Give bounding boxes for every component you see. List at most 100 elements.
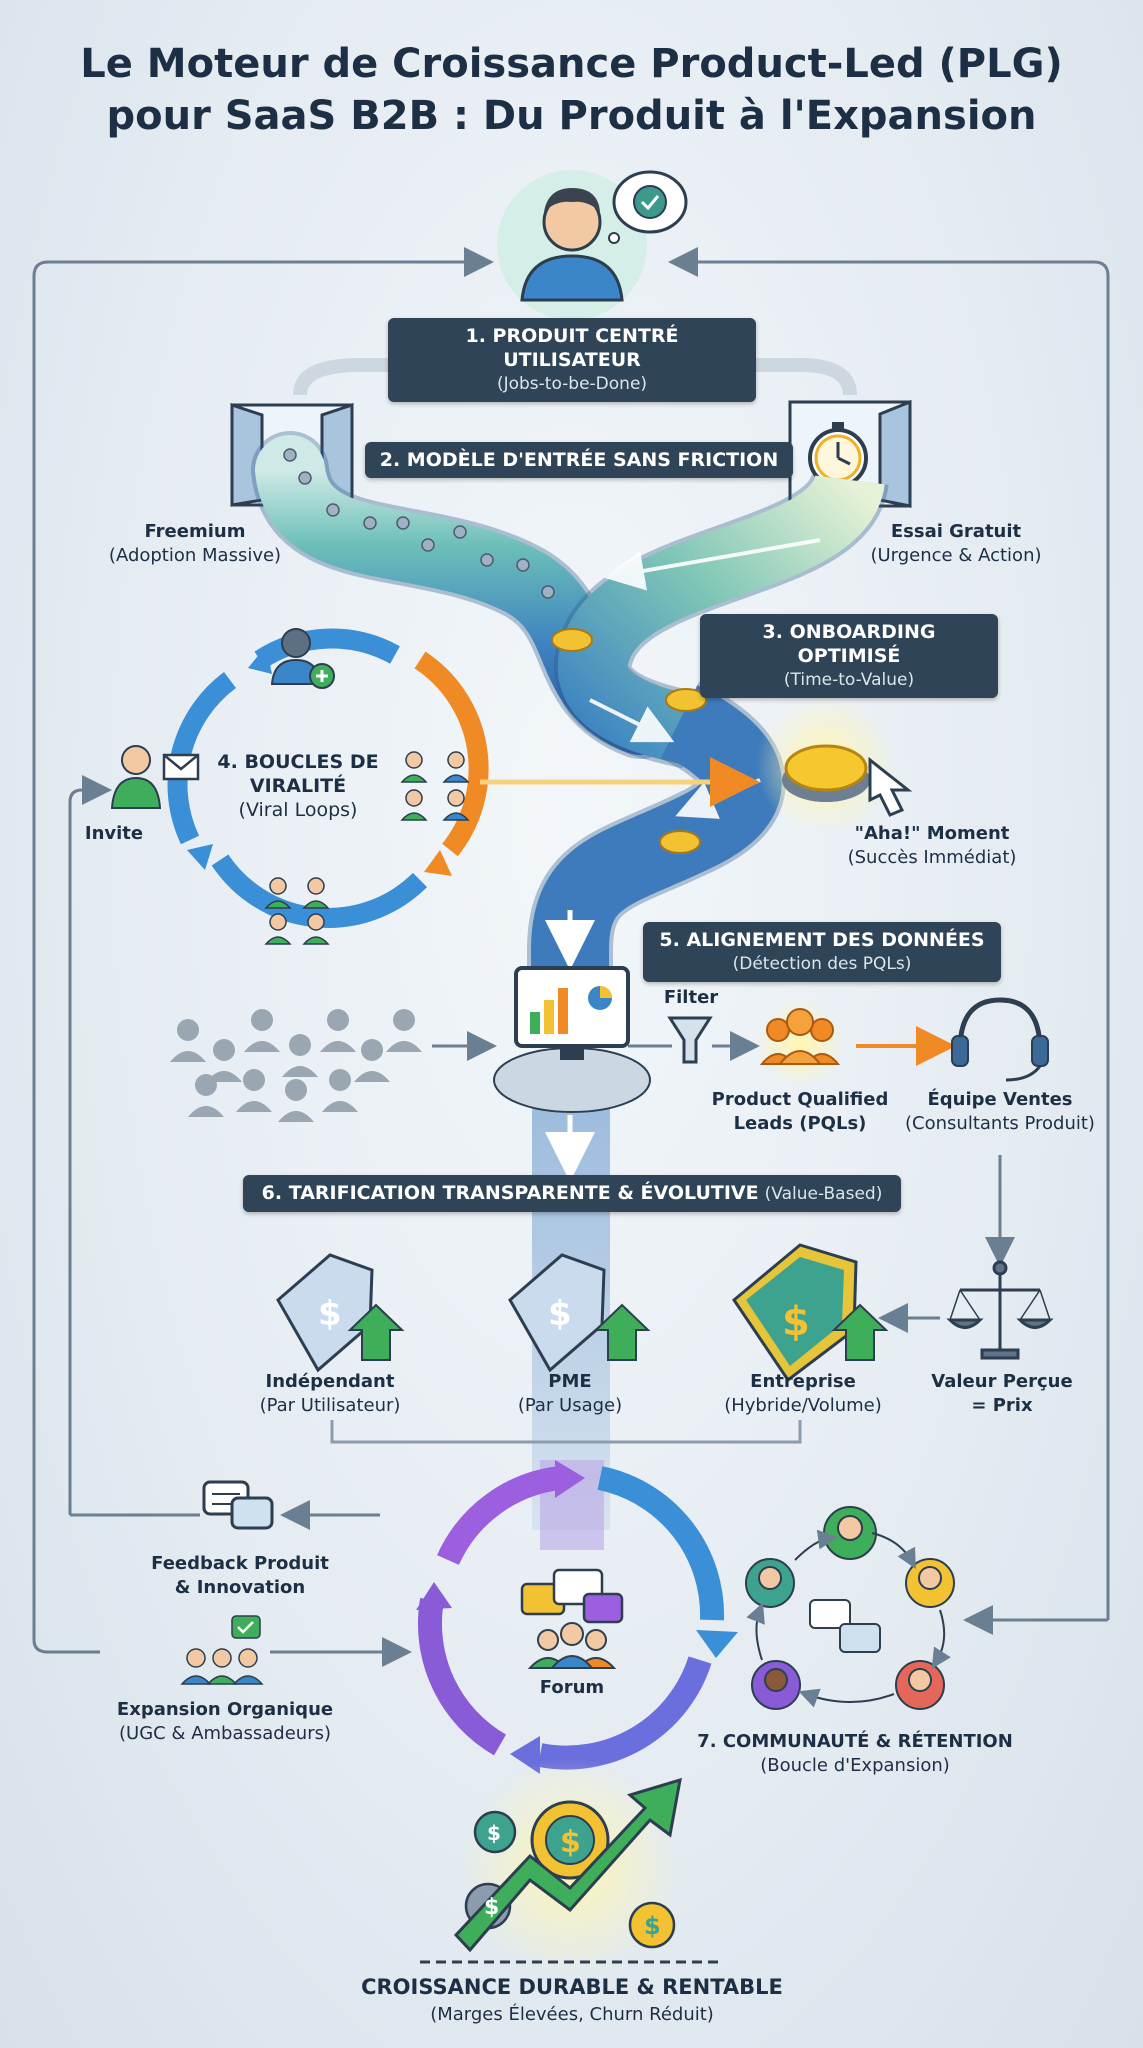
tier-2-subtitle: (Par Usage) — [517, 1395, 623, 1416]
svg-text:$: $ — [318, 1294, 342, 1334]
monitor-chart-icon — [514, 966, 630, 1060]
step-5-title: 5. ALIGNEMENT DES DONNÉES — [659, 929, 985, 951]
freemium-title: Freemium — [144, 521, 246, 542]
outer-left-loop-line — [32, 260, 480, 1654]
tier-1-title: Indépendant — [265, 1371, 395, 1392]
step-6-subtitle: (Value-Based) — [764, 1184, 883, 1204]
price-tag-icon: $ — [276, 1253, 374, 1373]
sales-team-label: Équipe Ventes (Consultants Produit) — [895, 1088, 1105, 1136]
step-5-subtitle: (Détection des PQLs) — [732, 954, 912, 974]
community-network — [745, 1506, 955, 1710]
user-crowd-icon — [170, 1009, 422, 1122]
pql-title-line-2: Leads (PQLs) — [733, 1113, 867, 1134]
tier-1-subtitle: (Par Utilisateur) — [259, 1395, 401, 1416]
trial-title: Essai Gratuit — [890, 521, 1022, 542]
forum-label: Forum — [539, 1677, 605, 1698]
up-arrow-icon — [593, 1303, 651, 1361]
step-3-subtitle: (Time-to-Value) — [783, 670, 915, 690]
add-user-icon — [270, 628, 335, 689]
outcome-title: CROISSANCE DURABLE & RENTABLE — [361, 1975, 783, 1999]
sales-title: Équipe Ventes — [927, 1089, 1073, 1110]
svg-text:$: $ — [560, 1825, 581, 1860]
invite-user-icon — [110, 745, 162, 809]
aha-subtitle: (Succès Immédiat) — [847, 847, 1017, 868]
expansion-title: Expansion Organique — [116, 1699, 334, 1720]
price-tag-icon: $ — [731, 1243, 858, 1383]
price-tag-icon: $ — [508, 1253, 606, 1373]
freemium-label: Freemium (Adoption Massive) — [100, 520, 290, 568]
step-2-title: 2. MODÈLE D'ENTRÉE SANS FRICTION — [379, 449, 779, 471]
step-6-title: 6. TARIFICATION TRANSPARENTE & ÉVOLUTIVE — [261, 1182, 759, 1204]
funnel-icon — [667, 1016, 713, 1064]
trial-subtitle: (Urgence & Action) — [870, 545, 1042, 566]
expansion-label: Expansion Organique (UGC & Ambassadeurs) — [100, 1698, 350, 1746]
svg-text:$: $ — [644, 1912, 661, 1940]
tier-3-subtitle: (Hybride/Volume) — [724, 1395, 882, 1416]
step-4-title-line-2: VIRALITÉ — [249, 775, 347, 797]
outcome-subtitle: (Marges Élevées, Churn Réduit) — [430, 2004, 714, 2025]
forum-icon — [520, 1568, 624, 1669]
perceived-value-label: Valeur Perçue = Prix — [912, 1370, 1092, 1418]
step-5-banner: 5. ALIGNEMENT DES DONNÉES (Détection des… — [643, 922, 1001, 982]
user-group-icon — [180, 1615, 264, 1685]
freemium-subtitle: (Adoption Massive) — [108, 545, 282, 566]
svg-text:$: $ — [548, 1294, 572, 1334]
button-click-icon — [868, 756, 913, 817]
step-1-title: 1. PRODUIT CENTRÉ UTILISATEUR — [465, 325, 679, 371]
headset-icon — [951, 997, 1049, 1082]
forum-loop-ring — [416, 1460, 738, 1774]
step-3-title: 3. ONBOARDING OPTIMISÉ — [762, 621, 936, 667]
pql-label: Product Qualified Leads (PQLs) — [700, 1088, 900, 1136]
feedback-line-1: Feedback Produit — [151, 1553, 329, 1574]
outcome-label: CROISSANCE DURABLE & RENTABLE (Marges Él… — [272, 1974, 872, 2028]
value-line-1: Valeur Perçue — [931, 1371, 1073, 1392]
chat-bubbles-icon — [202, 1480, 274, 1530]
tier-entreprise: Entreprise (Hybride/Volume) — [708, 1370, 898, 1418]
feedback-label: Feedback Produit & Innovation — [130, 1552, 350, 1600]
pql-title-line-1: Product Qualified — [711, 1089, 889, 1110]
page-title: Le Moteur de Croissance Product-Led (PLG… — [0, 38, 1143, 142]
tier-3-title: Entreprise — [750, 1371, 856, 1392]
step-3-banner: 3. ONBOARDING OPTIMISÉ (Time-to-Value) — [700, 614, 998, 698]
tier-independant: Indépendant (Par Utilisateur) — [240, 1370, 420, 1418]
up-arrow-icon — [347, 1303, 405, 1361]
svg-text:$: $ — [487, 1821, 501, 1845]
feedback-line-2: & Innovation — [174, 1577, 306, 1598]
envelope-icon — [162, 753, 200, 781]
filter-label: Filter — [663, 987, 719, 1008]
step-4-label: 4. BOUCLES DE VIRALITÉ (Viral Loops) — [208, 750, 388, 822]
step-7-subtitle: (Boucle d'Expansion) — [760, 1755, 950, 1776]
coin-icon — [551, 628, 707, 854]
gear-check-icon — [608, 170, 688, 244]
step-4-subtitle: (Viral Loops) — [238, 799, 358, 821]
outer-right-loop-line — [668, 247, 1110, 1620]
value-line-2: = Prix — [971, 1395, 1033, 1416]
expansion-subtitle: (UGC & Ambassadeurs) — [119, 1723, 331, 1744]
step-2-banner: 2. MODÈLE D'ENTRÉE SANS FRICTION — [365, 442, 793, 478]
trial-label: Essai Gratuit (Urgence & Action) — [856, 520, 1056, 568]
user-group-icon — [264, 751, 470, 945]
svg-text:$: $ — [484, 1895, 499, 1920]
invite-label: Invite — [84, 823, 144, 844]
step-6-banner: 6. TARIFICATION TRANSPARENTE & ÉVOLUTIVE… — [243, 1175, 901, 1212]
sales-subtitle: (Consultants Produit) — [905, 1113, 1095, 1134]
svg-text:$: $ — [782, 1299, 810, 1345]
up-arrow-icon — [831, 1303, 889, 1361]
aha-moment-label: "Aha!" Moment (Succès Immédiat) — [832, 822, 1032, 870]
balance-scale-icon — [946, 1260, 1054, 1360]
user-crowd-icon — [283, 448, 555, 599]
step-1-subtitle: (Jobs-to-be-Done) — [496, 374, 648, 394]
pql-group-icon — [759, 1008, 841, 1065]
aha-title: "Aha!" Moment — [854, 823, 1010, 844]
user-avatar-icon — [520, 188, 624, 302]
step-1-banner: 1. PRODUIT CENTRÉ UTILISATEUR (Jobs-to-b… — [388, 318, 756, 402]
step-7-title: 7. COMMUNAUTÉ & RÉTENTION — [697, 1731, 1013, 1752]
step-4-title-line-1: 4. BOUCLES DE — [217, 751, 379, 773]
feedback-loop-line — [68, 775, 112, 1515]
tier-pme: PME (Par Usage) — [480, 1370, 660, 1418]
aha-button-icon — [782, 744, 870, 802]
title-line-1: Le Moteur de Croissance Product-Led (PLG… — [80, 41, 1063, 87]
pricing-bracket — [330, 1420, 802, 1444]
growth-chart-icon: $ $ $ $ — [453, 1777, 682, 1953]
